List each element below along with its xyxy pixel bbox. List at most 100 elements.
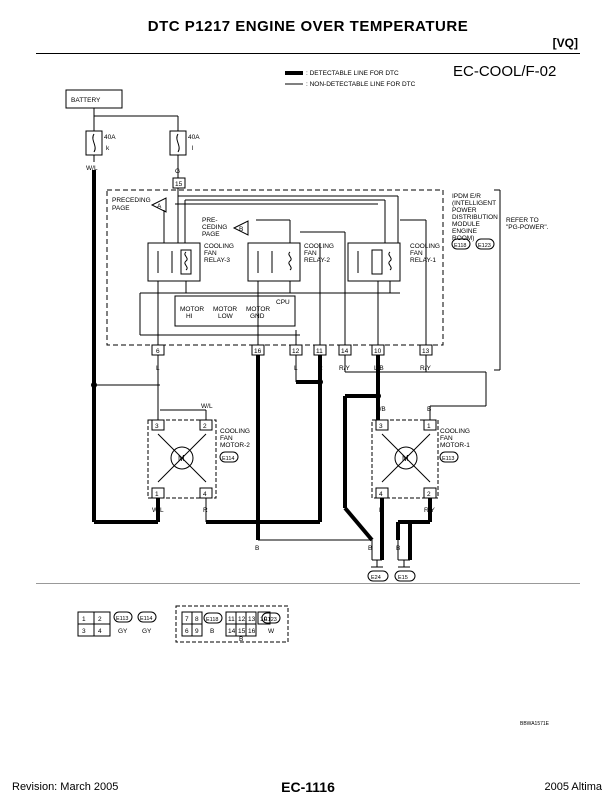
relay-2-box bbox=[247, 242, 301, 282]
preceding-marker-a: A bbox=[157, 203, 162, 210]
motor-1-wire-top-2: B bbox=[427, 406, 431, 413]
fuse-1-wire: W/L bbox=[86, 165, 98, 172]
ipdm-frame bbox=[106, 189, 444, 346]
motor-1-symbol bbox=[394, 446, 418, 470]
motor-2-m: M bbox=[178, 454, 185, 463]
engine-tag: [VQ] bbox=[552, 36, 578, 50]
ipdm-line-2: (INTELLIGENT bbox=[452, 200, 496, 207]
relay-2-line2: FAN bbox=[304, 250, 317, 257]
wire-ry-1: R/Y bbox=[339, 365, 351, 372]
preceding-page-a-line1: PRECEDING bbox=[112, 197, 151, 204]
preceding-marker-b: B bbox=[239, 226, 243, 233]
c3-pin-14: 14 bbox=[228, 628, 236, 635]
c1-pin-2: 2 bbox=[98, 616, 102, 623]
relay-1-line3: RELAY-1 bbox=[410, 257, 436, 264]
motor-2-wire-bottom-2: R bbox=[203, 507, 208, 514]
c1-pin-3: 3 bbox=[82, 628, 86, 635]
ipdm-line-7: ROOM) bbox=[452, 235, 474, 242]
fuse-2-rating: 40A bbox=[188, 134, 200, 141]
relay-3-line3: RELAY-3 bbox=[204, 257, 230, 264]
relay-1-box bbox=[347, 242, 401, 282]
motor-gnd-line2: GND bbox=[250, 313, 265, 320]
motor-1-wire-bottom-1: B bbox=[379, 507, 383, 514]
motor-1-label-1: COOLING bbox=[440, 428, 470, 435]
motor-2-pin-1: 1 bbox=[155, 491, 159, 498]
ipdm-line-4: DISTRIBUTION bbox=[452, 214, 498, 221]
motor-1-pin-1: 1 bbox=[427, 423, 431, 430]
motor-1-pin-4: 4 bbox=[379, 491, 383, 498]
preceding-page-a-line2: PAGE bbox=[112, 205, 130, 212]
c1-color-1: GY bbox=[118, 628, 128, 635]
motor-low-line2: LOW bbox=[218, 313, 234, 320]
relay-3-line2: FAN bbox=[204, 250, 217, 257]
wire-l-1: L bbox=[156, 365, 160, 372]
page-title: DTC P1217 ENGINE OVER TEMPERATURE bbox=[147, 18, 469, 35]
relay-2-line1: COOLING bbox=[304, 243, 334, 250]
c3-pin-11: 11 bbox=[228, 616, 235, 623]
ground-e15-oval bbox=[394, 570, 416, 582]
motor-2-label-1: COOLING bbox=[220, 428, 250, 435]
terminal-pin-14: 14 bbox=[341, 348, 349, 355]
ipdm-line-1: IPDM E/R bbox=[452, 193, 481, 200]
c3-pin-16: 16 bbox=[248, 628, 256, 635]
c1-id-e114: E114 bbox=[140, 616, 152, 622]
c2-pin-6: 6 bbox=[185, 628, 189, 635]
motor-2-wire-bottom-1: W/L bbox=[152, 507, 164, 514]
ground-2-wire-2: B bbox=[408, 545, 412, 552]
ipdm-connector-e118: E118 bbox=[454, 243, 466, 249]
motor-1-box bbox=[371, 419, 439, 499]
motor-2-pin-2: 2 bbox=[203, 423, 207, 430]
motor-2-pin-3: 3 bbox=[155, 423, 159, 430]
terminal-pin-13: 13 bbox=[422, 348, 430, 355]
c2-id: E118 bbox=[206, 617, 218, 623]
ipdm-connector-e123: E123 bbox=[478, 243, 491, 249]
motor-hi-line1: MOTOR bbox=[180, 306, 204, 313]
wire-b-1: B bbox=[256, 365, 260, 372]
ipdm-line-5: MODULE bbox=[452, 221, 480, 228]
motor-1-pin-3: 3 bbox=[379, 423, 383, 430]
diagram-code: EC-COOL/F-02 bbox=[453, 63, 557, 80]
connector-box-dashed bbox=[175, 605, 289, 643]
relay-2-line3: RELAY-2 bbox=[304, 257, 330, 264]
preceding-page-b-line2: CEDING bbox=[202, 224, 227, 231]
c4-color: W bbox=[268, 628, 275, 635]
motor-1-connector: E113 bbox=[442, 456, 454, 462]
relay-1-line2: FAN bbox=[410, 250, 423, 257]
c2-pin-7: 7 bbox=[185, 616, 189, 623]
motor-2-pin-4: 4 bbox=[203, 491, 207, 498]
relay-3-line1: COOLING bbox=[204, 243, 234, 250]
motor-hi-line2: HI bbox=[186, 313, 193, 320]
fuse-1-id: k bbox=[106, 145, 110, 152]
c3-pin-15: 15 bbox=[238, 628, 246, 635]
fuse-2-wire: G bbox=[175, 168, 180, 175]
revision-date: Revision: March 2005 bbox=[12, 781, 119, 793]
legend-detectable-text: : DETECTABLE LINE FOR DTC bbox=[306, 70, 399, 77]
motor-gnd-line1: MOTOR bbox=[246, 306, 270, 313]
connector-c4 bbox=[257, 611, 271, 625]
terminal-pin-12: 12 bbox=[292, 348, 300, 355]
image-code: BBWA1571E bbox=[520, 721, 550, 727]
ground-1-wire-2: B bbox=[380, 545, 384, 552]
ground-2-wire-1: B bbox=[396, 545, 400, 552]
ipdm-line-3: POWER bbox=[452, 207, 477, 214]
motor-1-wire-bottom-2: R/Y bbox=[424, 507, 436, 514]
header-divider bbox=[36, 53, 580, 54]
wire-b-left: B bbox=[255, 545, 259, 552]
footer-divider bbox=[36, 583, 580, 584]
terminal-pin-6: 6 bbox=[156, 348, 160, 355]
page-number: EC-1116 bbox=[281, 779, 335, 795]
legend-nondetectable-text: : NON-DETECTABLE LINE FOR DTC bbox=[306, 81, 416, 88]
wire-ry-2: R/Y bbox=[420, 365, 432, 372]
c3-color: B bbox=[239, 636, 243, 643]
motor-low-line1: MOTOR bbox=[213, 306, 237, 313]
motor-2-label-3: MOTOR-2 bbox=[220, 442, 250, 449]
ground-e24-oval bbox=[367, 570, 389, 582]
motor-1-wire-top-1: L/B bbox=[376, 406, 386, 413]
c2-pin-9: 9 bbox=[195, 628, 199, 635]
motor-1-label-3: MOTOR-1 bbox=[440, 442, 470, 449]
refer-line-2: "PG-POWER". bbox=[506, 224, 549, 231]
c2-pin-8: 8 bbox=[195, 616, 199, 623]
c4-pin-10: 10 bbox=[260, 616, 268, 623]
terminal-pin-11: 11 bbox=[316, 348, 323, 355]
